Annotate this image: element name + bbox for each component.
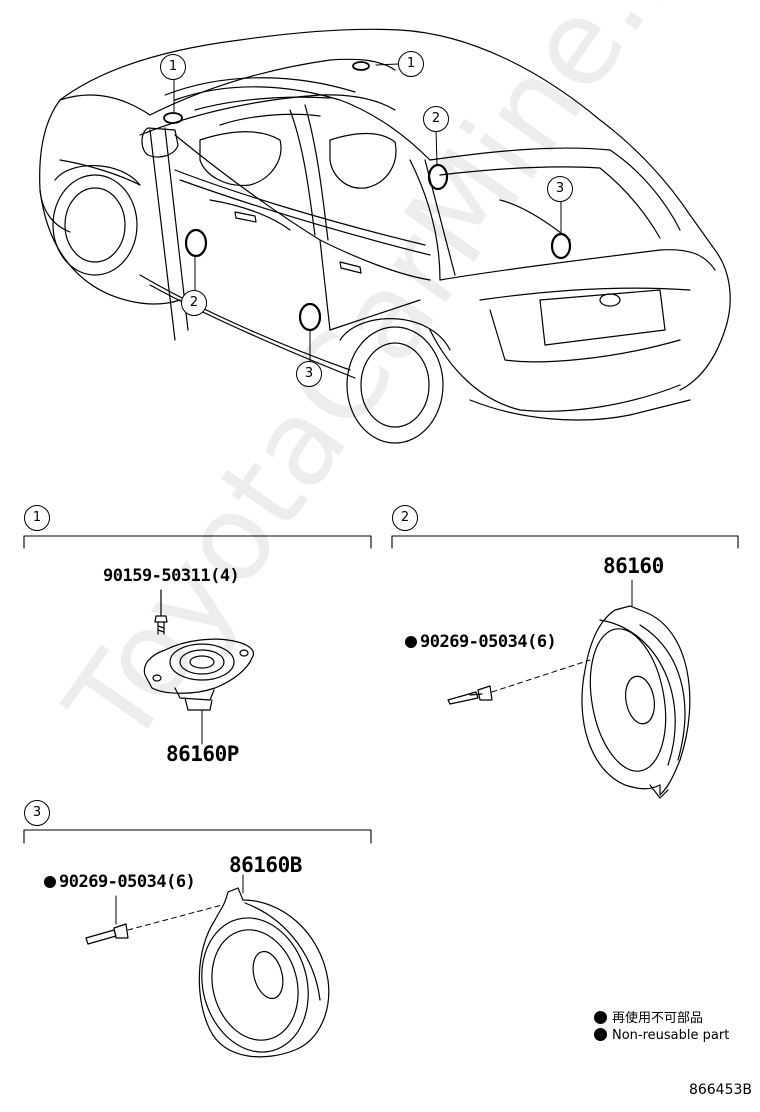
section-2-marker: 2 xyxy=(392,505,418,531)
callout-1-front: 1 xyxy=(160,54,186,80)
callout-3-front: 3 xyxy=(296,361,322,387)
rear-speaker-part-number: 86160B xyxy=(229,853,302,877)
callout-1-rear: 1 xyxy=(398,51,424,77)
section-1-bracket xyxy=(23,535,372,549)
callout-2-rear: 2 xyxy=(423,106,449,132)
section-3-bracket xyxy=(23,829,372,844)
callout-3-rear: 3 xyxy=(547,176,573,202)
tweeter-illustration xyxy=(143,589,255,745)
front-speaker-part-number: 86160 xyxy=(603,554,664,578)
legend-en: Non-reusable part xyxy=(594,1028,729,1043)
callout-2-front: 2 xyxy=(181,290,207,316)
section-3-marker: 3 xyxy=(24,800,50,826)
front-rivet-label: 90269-05034(6) xyxy=(420,632,557,652)
section-2-bracket xyxy=(391,535,739,549)
car-illustration xyxy=(39,28,731,444)
legend-jp: 再使用不可部品 xyxy=(594,1007,703,1026)
front-rivet-part-number: 90269-05034(6) xyxy=(405,632,557,652)
section-1-marker: 1 xyxy=(24,505,50,531)
tweeter-part-number: 86160P xyxy=(166,742,239,766)
rear-rivet-part-number: 90269-05034(6) xyxy=(44,872,196,892)
non-reusable-dot-icon xyxy=(44,876,56,888)
rear-rivet-label: 90269-05034(6) xyxy=(59,872,196,892)
illustration-code: 866453B xyxy=(688,1082,752,1098)
screw-part-number: 90159-50311(4) xyxy=(103,566,240,586)
legend-jp-text: 再使用不可部品 xyxy=(612,1011,704,1026)
rear-speaker-illustration xyxy=(85,874,330,1058)
front-speaker-illustration xyxy=(447,579,691,799)
legend-dot-icon xyxy=(594,1028,607,1041)
legend-en-text: Non-reusable part xyxy=(612,1028,730,1043)
non-reusable-dot-icon xyxy=(405,636,417,648)
legend-dot-icon xyxy=(594,1011,607,1024)
